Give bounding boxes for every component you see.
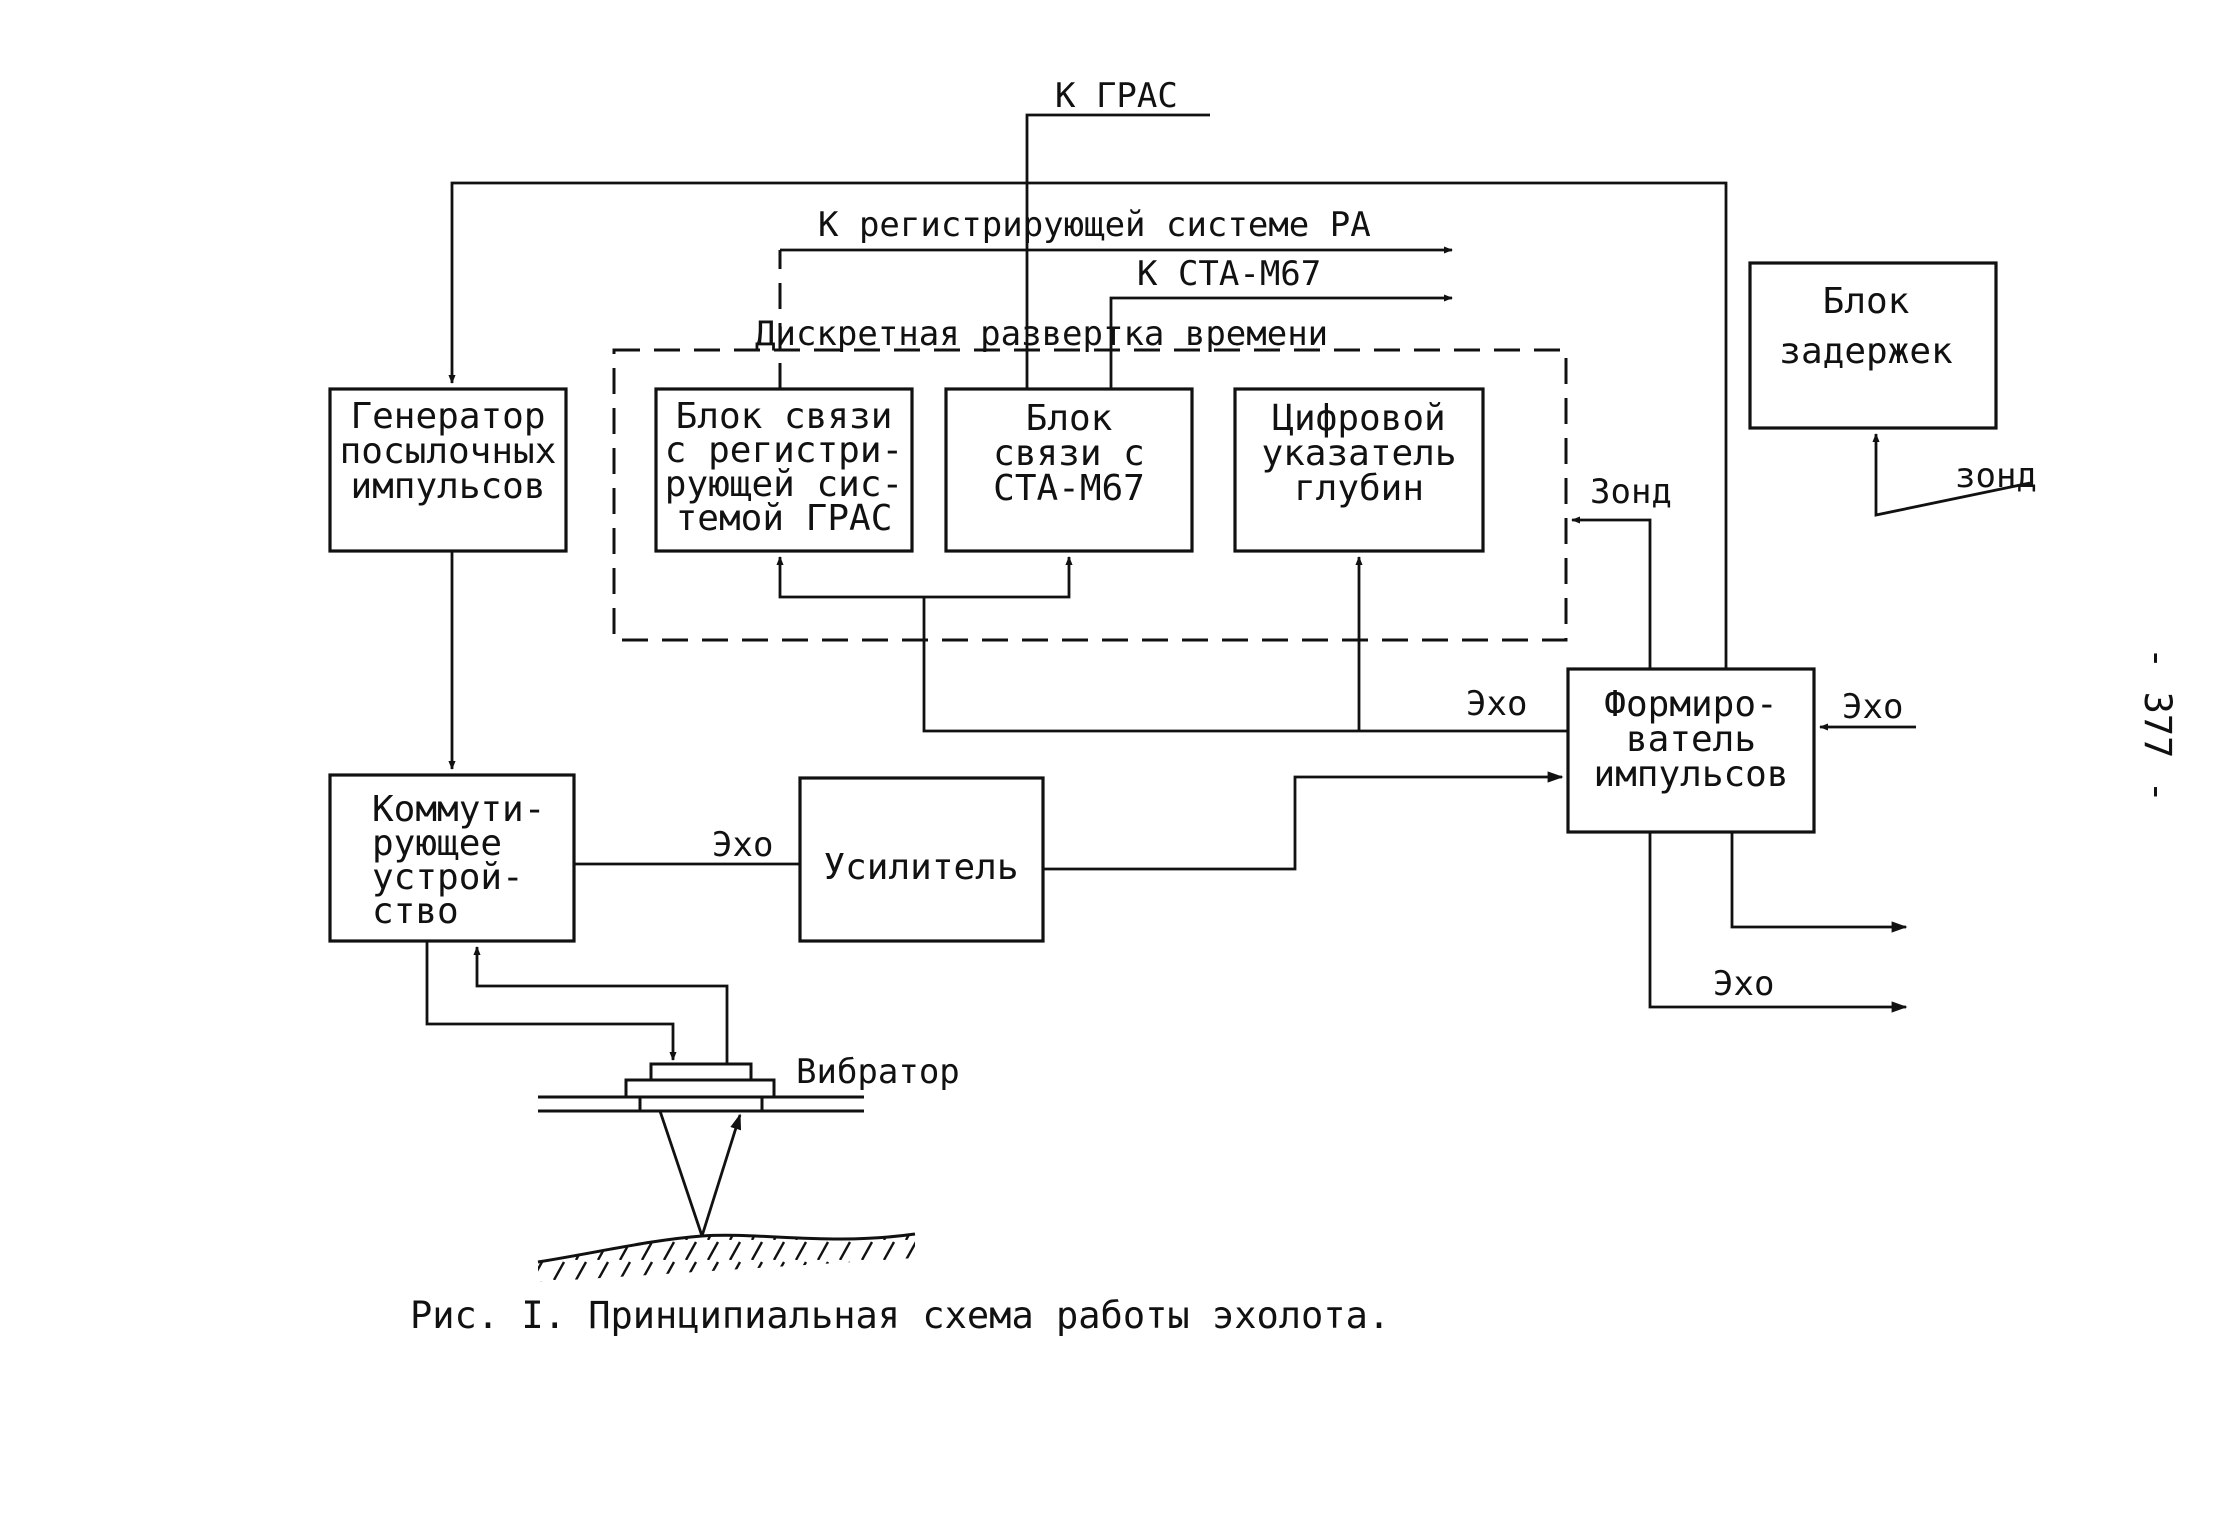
- former-output-1-line: [1730, 832, 1908, 933]
- svg-text:Блок связи: Блок связи: [676, 396, 893, 437]
- zond-to-sweep-line: [1571, 516, 1652, 669]
- echo-to-sweep-line: [922, 597, 1568, 733]
- svg-text:глубин: глубин: [1294, 468, 1424, 509]
- beam-down-line: [658, 1110, 704, 1237]
- vibrator-label: Вибратор: [796, 1052, 960, 1092]
- page-number: - 377 -: [2136, 647, 2179, 803]
- link-gras-block: Блок связи с регистри- рующей сис- темой…: [654, 387, 914, 553]
- generator-block: Генератор посылочных импульсов: [328, 387, 568, 553]
- svg-text:связи с: связи с: [993, 433, 1145, 474]
- delay-block: Блок задержек: [1748, 261, 1998, 430]
- former-output-echo-line: [1648, 832, 1908, 1013]
- vibrator-to-switch-line: [473, 946, 729, 1063]
- discrete-sweep-boundary: [612, 348, 1568, 642]
- discrete-sweep-label: Дискретная развертка времени: [755, 314, 1328, 354]
- svg-text:задержек: задержек: [1779, 331, 1953, 372]
- switch-block: Коммути- рующее устрой- ство: [328, 773, 576, 943]
- zond-delay-line: [1872, 433, 2031, 517]
- svg-text:импульсов: импульсов: [1593, 754, 1788, 795]
- echo-into-former-label: Эхо: [1842, 687, 1903, 727]
- link-interconnect-line: [776, 556, 1073, 599]
- svg-text:Формиро-: Формиро-: [1604, 684, 1777, 725]
- amplifier-to-former-line: [1043, 771, 1564, 871]
- svg-text:устрой-: устрой-: [372, 857, 524, 898]
- depth-indicator-block: Цифровой указатель глубин: [1233, 387, 1485, 553]
- echo-to-sweep-label: Эхо: [1466, 684, 1527, 724]
- svg-text:темой ГРАС: темой ГРАС: [676, 498, 893, 539]
- svg-text:Блок: Блок: [1823, 281, 1910, 322]
- switch-to-vibrator-line: [425, 941, 677, 1061]
- beam-up-line: [700, 1113, 742, 1237]
- svg-text:ство: ство: [372, 891, 459, 932]
- svg-text:рующей сис-: рующей сис-: [665, 464, 903, 505]
- svg-text:Усилитель: Усилитель: [823, 847, 1018, 888]
- svg-text:посылочных: посылочных: [340, 431, 557, 472]
- svg-text:рующее: рующее: [372, 823, 502, 864]
- echo-out-label: Эхо: [1713, 964, 1774, 1004]
- seabed-symbol: [537, 1232, 916, 1282]
- to-reg-system-label: К регистрирующей системе РА: [818, 205, 1371, 245]
- amplifier-block: Усилитель: [798, 776, 1045, 943]
- svg-text:Генератор: Генератор: [350, 396, 545, 437]
- to-sta-label: К СТА-М67: [1137, 254, 1321, 294]
- pulse-former-block: Формиро- ватель импульсов: [1566, 667, 1816, 834]
- zond-delay-label: зонд: [1955, 456, 2037, 496]
- to-gras-label: К ГРАС: [1055, 76, 1178, 116]
- to-gras-line: [1025, 113, 1210, 389]
- vibrator-symbol: [538, 1062, 864, 1113]
- zond-to-sweep-label: Зонд: [1590, 472, 1672, 512]
- svg-text:Цифровой: Цифровой: [1272, 398, 1445, 439]
- svg-text:импульсов: импульсов: [350, 466, 545, 507]
- svg-text:Блок: Блок: [1026, 398, 1113, 439]
- top-feedback-line: [448, 181, 1728, 669]
- link-sta-block: Блок связи с СТА-М67: [944, 387, 1194, 553]
- figure-caption: Рис. I. Принципиальная схема работы эхол…: [410, 1294, 1390, 1337]
- svg-text:указатель: указатель: [1261, 433, 1456, 474]
- svg-text:Коммути-: Коммути-: [372, 789, 545, 830]
- svg-text:ватель: ватель: [1626, 719, 1756, 760]
- to-sta-line: [1109, 294, 1453, 389]
- svg-text:с регистри-: с регистри-: [665, 430, 903, 471]
- svg-text:СТА-М67: СТА-М67: [993, 468, 1145, 509]
- echo-switch-amp-label: Эхо: [712, 825, 773, 865]
